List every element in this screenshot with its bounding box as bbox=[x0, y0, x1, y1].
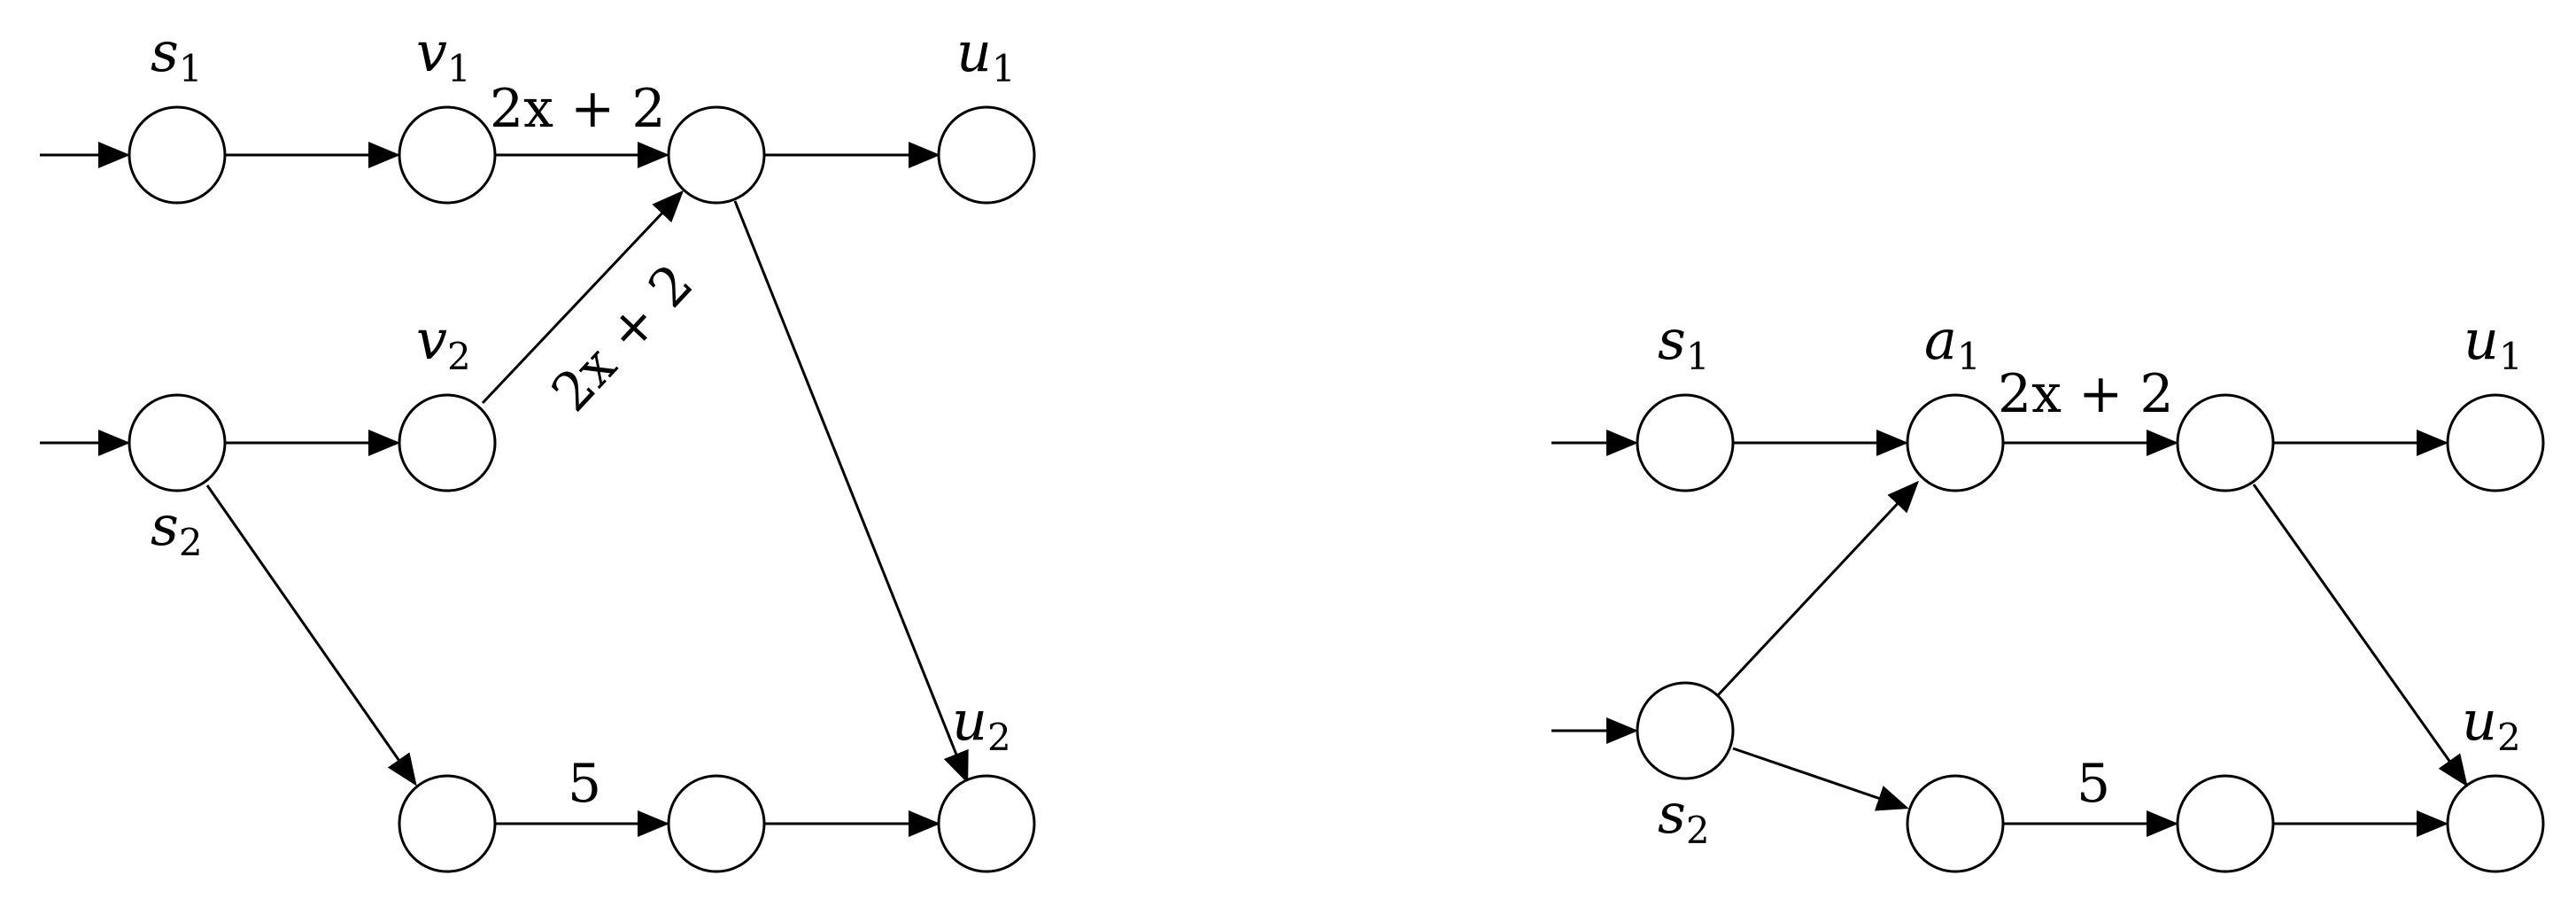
node-top-mid bbox=[2176, 393, 2275, 492]
label-u1: u1 bbox=[956, 19, 1016, 90]
left-edges bbox=[40, 142, 969, 837]
right-edges bbox=[1551, 430, 2468, 837]
left-nodes bbox=[128, 105, 1036, 873]
weight-bottom: 5 bbox=[2077, 753, 2110, 815]
edge-top-mid-u2 bbox=[733, 200, 969, 784]
node-u2 bbox=[937, 774, 1036, 873]
label-v2: v2 bbox=[416, 307, 471, 378]
weight-diagonal: 2x + 2 bbox=[540, 252, 706, 423]
node-bottom-left bbox=[1906, 774, 2005, 873]
node-top-mid bbox=[667, 105, 766, 205]
node-s1 bbox=[1636, 393, 1735, 492]
node-bottom-mid bbox=[667, 774, 766, 873]
node-s2 bbox=[1636, 681, 1735, 780]
edge-s2-a1 bbox=[1716, 480, 1920, 697]
left-node-labels: s1 v1 u1 v2 s2 u2 bbox=[151, 19, 1016, 759]
left-edge-labels: 2x + 2 2x + 2 5 bbox=[490, 78, 705, 815]
right-node-labels: s1 a1 u1 s2 u2 bbox=[1658, 307, 2523, 852]
label-s1: s1 bbox=[1658, 307, 1710, 378]
label-a1: a1 bbox=[1924, 307, 1981, 378]
node-a1 bbox=[1906, 393, 2005, 492]
label-s1: s1 bbox=[151, 19, 203, 90]
edge-s2-bottom-left bbox=[205, 484, 417, 786]
right-nodes bbox=[1636, 393, 2545, 873]
weight-bottom: 5 bbox=[568, 753, 601, 815]
right-network: s1 a1 u1 s2 u2 2x + 2 5 bbox=[1551, 307, 2545, 873]
edge-v2-top-mid bbox=[481, 190, 685, 405]
weight-top: 2x + 2 bbox=[1998, 363, 2174, 425]
label-u1: u1 bbox=[2464, 307, 2523, 378]
label-u2: u2 bbox=[952, 688, 1011, 759]
label-s2: s2 bbox=[1658, 781, 1710, 852]
node-v1 bbox=[398, 105, 497, 205]
edge-s2-bottom-left bbox=[1732, 747, 1909, 811]
node-v2 bbox=[398, 393, 497, 492]
left-network: s1 v1 u1 v2 s2 u2 2x + 2 2x + 2 5 bbox=[40, 19, 1036, 873]
node-bottom-mid bbox=[2176, 774, 2275, 873]
node-u1 bbox=[937, 105, 1036, 205]
node-u1 bbox=[2446, 393, 2545, 492]
node-u2 bbox=[2446, 774, 2545, 873]
label-v1: v1 bbox=[416, 19, 471, 90]
node-s1 bbox=[128, 105, 227, 205]
edge-top-mid-u2 bbox=[2252, 484, 2468, 787]
weight-top: 2x + 2 bbox=[490, 78, 666, 140]
node-bottom-left bbox=[398, 774, 497, 873]
label-u2: u2 bbox=[2462, 688, 2521, 759]
right-edge-labels: 2x + 2 5 bbox=[1998, 363, 2174, 815]
node-s2 bbox=[128, 393, 227, 492]
label-s2: s2 bbox=[151, 493, 203, 564]
